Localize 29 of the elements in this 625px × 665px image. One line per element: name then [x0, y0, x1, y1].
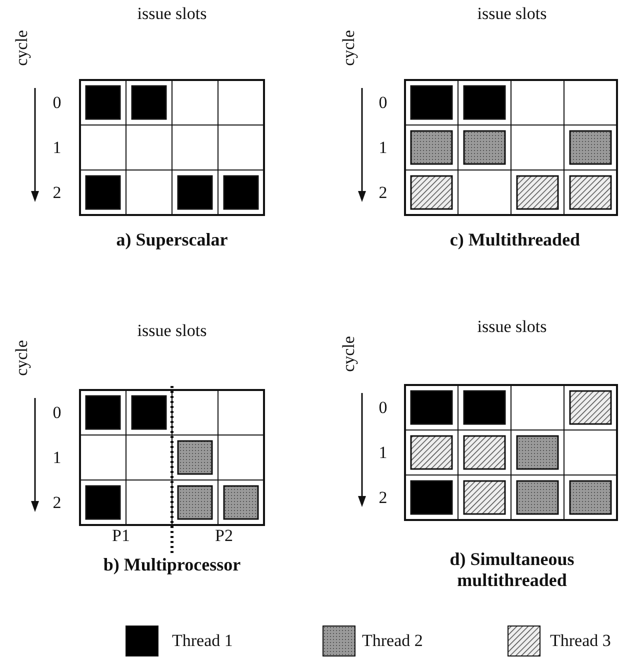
row-number: 1: [52, 448, 62, 468]
axis-label: cycle: [339, 30, 359, 66]
axis-label: issue slots: [137, 321, 207, 341]
panel-caption: b) Multiprocessor: [103, 554, 241, 576]
axis-label: issue slots: [137, 4, 207, 24]
axis-label: issue slots: [477, 4, 547, 24]
axis-label: cycle: [339, 336, 359, 372]
row-number: 2: [52, 492, 62, 512]
row-number: 1: [378, 442, 388, 462]
row-number: 2: [52, 182, 62, 202]
panel-caption: d) Simultaneous multithreaded: [448, 549, 576, 591]
legend-label: Thread 2: [362, 631, 423, 651]
axis-label: issue slots: [477, 317, 547, 337]
row-number: 0: [378, 398, 388, 418]
row-number: 0: [52, 402, 62, 422]
panel-caption: c) Multithreaded: [450, 230, 580, 250]
axis-label: cycle: [12, 30, 32, 66]
axis-label: cycle: [12, 340, 32, 376]
row-number: 0: [52, 92, 62, 112]
legend-label: Thread 3: [550, 631, 611, 651]
panel-caption: a) Superscalar: [116, 230, 228, 250]
row-number: 2: [378, 182, 388, 202]
processor-label: P1: [112, 526, 130, 546]
row-number: 0: [378, 92, 388, 112]
row-number: 1: [52, 138, 62, 158]
row-number: 2: [378, 488, 388, 508]
legend-label: Thread 1: [172, 631, 233, 651]
row-number: 1: [378, 138, 388, 158]
processor-label: P2: [215, 526, 233, 546]
